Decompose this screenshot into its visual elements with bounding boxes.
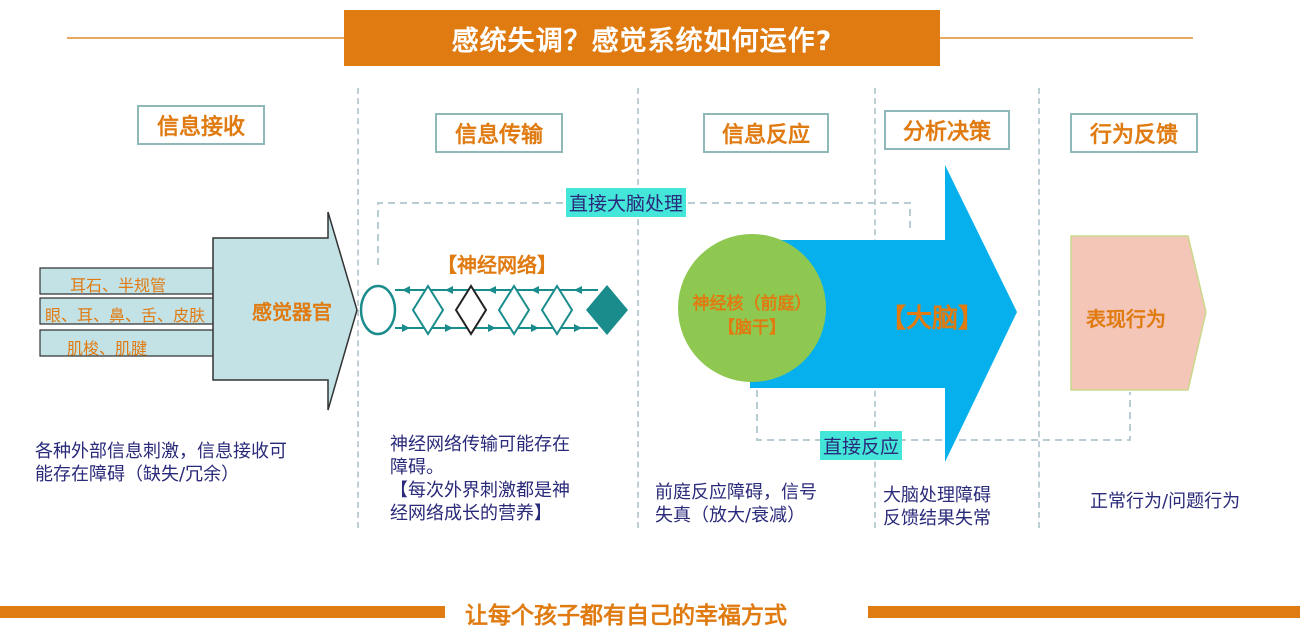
network-entry-node [359, 284, 397, 336]
brain-label: 【大脑】 [880, 304, 985, 334]
stage-react: 信息反应 [703, 113, 829, 153]
input-label-proprioception: 肌梭、肌腱 [67, 339, 148, 358]
behavior-label: 表现行为 [1086, 307, 1166, 331]
input-label-senses: 眼、耳、鼻、舌、皮肤 [45, 306, 206, 325]
nucleus-circle [678, 234, 826, 382]
footer-slogan: 让每个孩子都有自己的幸福方式 [465, 603, 787, 629]
sensory-organ-label: 感觉器官 [252, 300, 332, 324]
nucleus-label: 神经核（前庭） 【脑干】 [678, 292, 826, 340]
react-description: 前庭反应障碍，信号 失真（放大/衰减） [655, 482, 817, 526]
input-label-vestibular: 耳石、半规管 [70, 276, 167, 295]
footer-bar-right [868, 606, 1300, 618]
divider-2 [637, 88, 639, 528]
footer-bar-left [0, 606, 445, 618]
network-arrowheads [402, 286, 582, 332]
title-line-left [67, 37, 344, 39]
divider-1 [357, 88, 359, 528]
transmit-description: 神经网络传输可能存在 障碍。 【每次外界刺激都是神 经网络成长的营养】 [390, 434, 570, 524]
bottom-bypass-path [756, 390, 1131, 441]
neural-network-label: 【神经网络】 [437, 253, 557, 277]
brain-arrow [750, 165, 1017, 462]
sensory-organ-arrow [212, 211, 358, 411]
stage-receive: 信息接收 [137, 105, 265, 145]
nucleus-label-line1: 神经核（前庭） [692, 294, 812, 314]
decide-description: 大脑处理障碍 反馈结果失常 [883, 485, 991, 529]
feedback-description: 正常行为/问题行为 [1090, 491, 1241, 512]
nucleus-label-line2: 【脑干】 [718, 318, 786, 338]
divider-4 [1038, 88, 1040, 528]
behavior-box [1070, 235, 1207, 391]
direct-brain-tag: 直接大脑处理 [566, 188, 687, 217]
network-node-2 [454, 284, 488, 336]
stage-decide: 分析决策 [884, 110, 1010, 150]
network-node-4 [540, 284, 574, 336]
stage-feedback: 行为反馈 [1070, 113, 1198, 153]
title-line-right [940, 37, 1193, 39]
receive-description: 各种外部信息刺激，信息接收可 能存在障碍（缺失/冗余） [35, 441, 287, 485]
network-exit-node [586, 285, 628, 335]
page-title: 感统失调？感觉系统如何运作? [344, 10, 940, 66]
stage-transmit: 信息传输 [435, 113, 563, 153]
network-node-3 [497, 284, 531, 336]
network-node-1 [411, 284, 445, 336]
direct-reaction-tag: 直接反应 [820, 431, 903, 460]
